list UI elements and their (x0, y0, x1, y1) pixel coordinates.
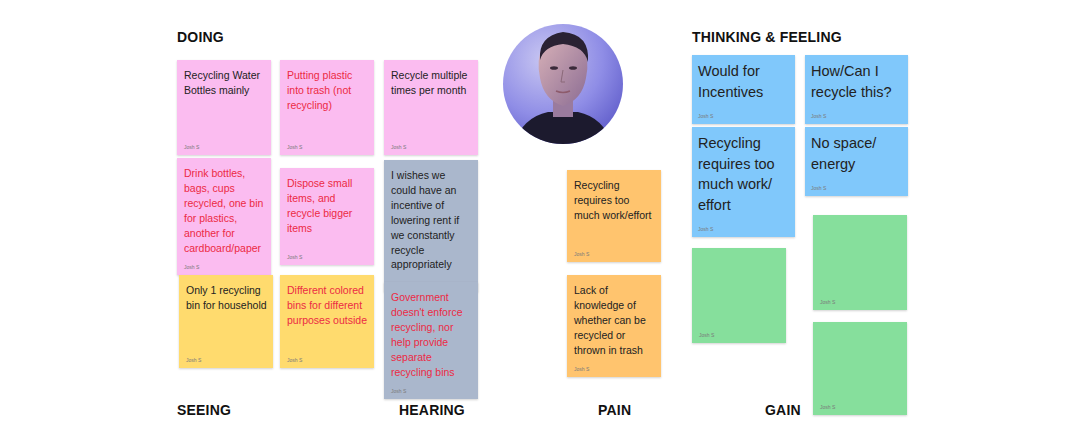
note-text: No space/ energy (811, 133, 903, 174)
author-name: Josh S (699, 332, 780, 338)
doing-note: Putting plastic into trash (not recyclin… (280, 60, 374, 155)
section-label: THINKING & FEELING (692, 29, 842, 45)
doing-note: Recycling Water Bottles mainlyJosh S (177, 60, 271, 155)
doing-note: Dispose small items, and recycle bigger … (280, 168, 374, 265)
author-name: Josh S (287, 254, 368, 260)
section-label: SEEING (177, 402, 231, 418)
note-text: Lack of knowledge of whether can be recy… (574, 283, 655, 358)
note-text: Recycling requires too much work/effort (574, 178, 655, 223)
thinking-note: How/Can I recycle this? Josh S (805, 55, 908, 124)
thinking-note: Recycling requires too much work/ effort… (692, 127, 795, 237)
author-name: Josh S (574, 251, 655, 257)
note-text: I wishes we could have an incentive of l… (391, 168, 472, 272)
note-text: Drink bottles, bags, cups recycled, one … (184, 166, 265, 255)
section-label: PAIN (598, 402, 631, 418)
doing-note: Drink bottles, bags, cups recycled, one … (177, 158, 271, 275)
author-name: Josh S (184, 264, 265, 270)
hearing-note: I wishes we could have an incentive of l… (384, 160, 478, 292)
author-name: Josh S (184, 144, 265, 150)
author-name: Josh S (698, 226, 790, 232)
seeing-note: Different colored bins for different pur… (280, 275, 374, 368)
note-text: Would for Incentives (698, 61, 790, 102)
hearing-note: Government doesn't enforce recycling, no… (384, 282, 478, 399)
gain-note: Josh S (813, 215, 907, 310)
author-name: Josh S (287, 144, 368, 150)
author-name: Josh S (287, 357, 368, 363)
section-label: DOING (177, 29, 224, 45)
author-name: Josh S (574, 366, 655, 372)
section-label: HEARING (399, 402, 465, 418)
author-name: Josh S (820, 404, 901, 410)
note-text: Recycling requires too much work/ effort (698, 133, 790, 215)
gain-note: Josh S (692, 248, 786, 343)
author-name: Josh S (698, 113, 790, 119)
note-text: How/Can I recycle this? (811, 61, 903, 102)
seeing-note: Only 1 recycling bin for householdJosh S (179, 275, 273, 368)
note-text: Government doesn't enforce recycling, no… (391, 290, 472, 379)
section-label: GAIN (765, 402, 801, 418)
thinking-note: No space/ energyJosh S (805, 127, 908, 196)
author-name: Josh S (820, 299, 901, 305)
author-name: Josh S (391, 144, 472, 150)
note-text: Recycling Water Bottles mainly (184, 68, 265, 98)
author-name: Josh S (186, 357, 267, 363)
note-text: Putting plastic into trash (not recyclin… (287, 68, 368, 113)
note-text: Recycle multiple times per month (391, 68, 472, 98)
note-text: Different colored bins for different pur… (287, 283, 368, 328)
pain-note: Lack of knowledge of whether can be recy… (567, 275, 661, 377)
author-name: Josh S (811, 185, 903, 191)
gain-note: Josh S (813, 322, 907, 415)
portrait-photo (500, 20, 630, 150)
thinking-note: Would for IncentivesJosh S (692, 55, 795, 124)
doing-note: Recycle multiple times per monthJosh S (384, 60, 478, 155)
pain-note: Recycling requires too much work/effortJ… (567, 170, 661, 262)
note-text: Only 1 recycling bin for household (186, 283, 267, 313)
note-text: Dispose small items, and recycle bigger … (287, 176, 368, 236)
author-name: Josh S (391, 388, 472, 394)
author-name: Josh S (811, 113, 903, 119)
